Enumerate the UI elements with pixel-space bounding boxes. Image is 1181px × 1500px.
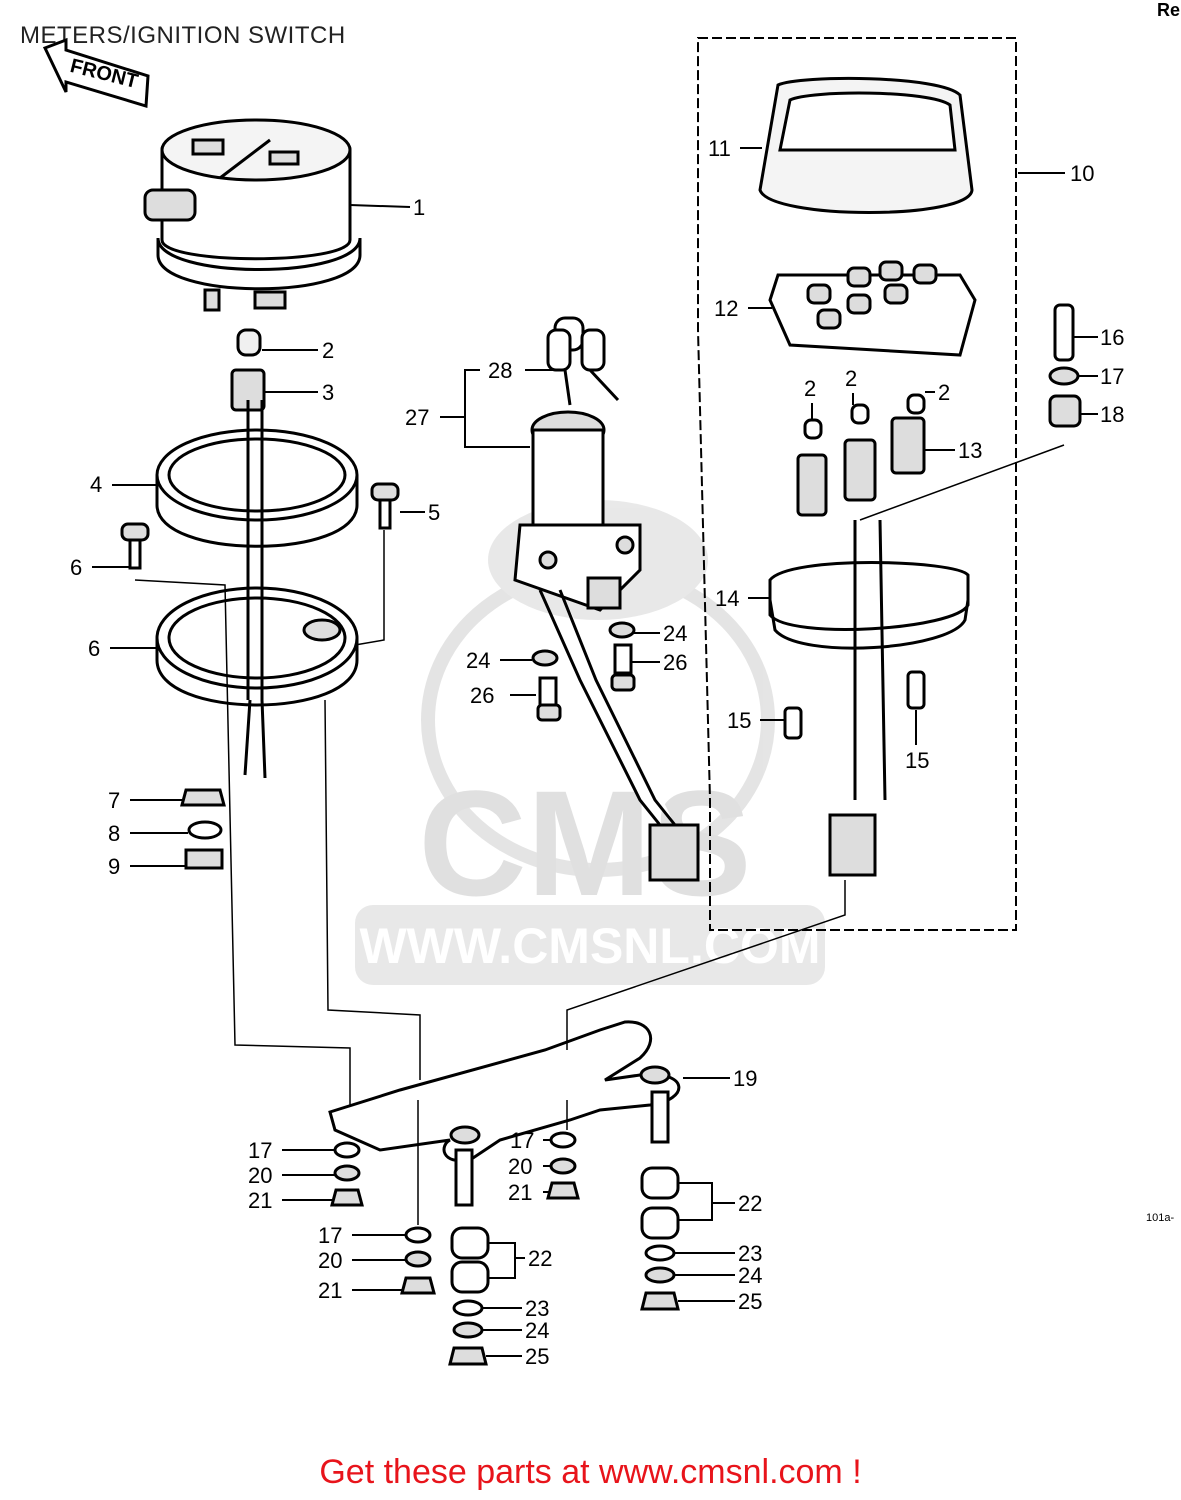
callout-27: 27	[405, 405, 429, 430]
callout-18: 18	[1100, 402, 1124, 427]
page-title: METERS/IGNITION SWITCH	[20, 22, 346, 49]
callout-15a: 15	[727, 708, 751, 733]
callout-24c: 24	[525, 1318, 549, 1343]
callout-17b: 17	[248, 1138, 272, 1163]
callout-21b: 21	[318, 1278, 342, 1303]
callout-2c: 2	[845, 366, 857, 391]
callout-3: 3	[322, 380, 334, 405]
callout-21a: 21	[248, 1188, 272, 1213]
callout-24d: 24	[738, 1263, 762, 1288]
callout-10: 10	[1070, 161, 1094, 186]
callout-9: 9	[108, 854, 120, 879]
callout-21c: 21	[508, 1180, 532, 1205]
callout-14: 14	[715, 586, 739, 611]
ignition-switch-parts	[513, 316, 700, 882]
callout-2b: 2	[804, 376, 816, 401]
speedometer-parts	[120, 118, 400, 870]
callout-26b: 26	[470, 683, 494, 708]
figure-ref: 101a-	[1146, 1212, 1175, 1224]
callout-25b: 25	[738, 1289, 762, 1314]
callout-26a: 26	[663, 650, 687, 675]
callout-19: 19	[733, 1066, 757, 1091]
callout-22b: 22	[738, 1191, 762, 1216]
callout-13: 13	[958, 438, 982, 463]
callout-labels: 1 2 3 4 5 6 6 7 8 9 10 11 12 2 2 2 13 14…	[70, 136, 1124, 1369]
callout-16: 16	[1100, 325, 1124, 350]
callout-20b: 20	[318, 1248, 342, 1273]
callout-15b: 15	[905, 748, 929, 773]
callout-5: 6	[88, 636, 100, 661]
callout-2a: 2	[322, 338, 334, 363]
callout-6a: 5	[428, 500, 440, 525]
footer-link[interactable]: Get these parts at www.cmsnl.com !	[319, 1453, 862, 1491]
callout-17c: 17	[318, 1223, 342, 1248]
callout-24a: 24	[663, 621, 687, 646]
callout-20a: 20	[248, 1163, 272, 1188]
bracket-parts	[328, 1020, 681, 1366]
callout-7: 7	[108, 788, 120, 813]
tachometer-parts	[758, 76, 1082, 877]
watermark-url: WWW.CMSNL.COM	[359, 918, 820, 974]
callout-20c: 20	[508, 1154, 532, 1179]
corner-text: Re	[1157, 0, 1181, 20]
callout-24b: 24	[466, 648, 490, 673]
callout-17d: 17	[510, 1128, 534, 1153]
callout-28: 28	[488, 358, 512, 383]
callout-1: 1	[413, 195, 425, 220]
callout-4: 4	[90, 472, 102, 497]
callout-23b: 23	[738, 1241, 762, 1266]
callout-22a: 22	[528, 1246, 552, 1271]
group-box-10	[697, 37, 1017, 931]
callout-25a: 25	[525, 1344, 549, 1369]
callout-23a: 23	[525, 1296, 549, 1321]
callout-8: 8	[108, 821, 120, 846]
callout-6b: 6	[70, 555, 82, 580]
callout-17a: 17	[1100, 364, 1124, 389]
callout-leaders	[92, 147, 1098, 1357]
callout-12: 12	[714, 296, 738, 321]
reference-lines	[134, 444, 1065, 1225]
callout-2d: 2	[938, 380, 950, 405]
watermark-logo: CMS	[418, 759, 751, 927]
callout-11: 11	[708, 136, 731, 161]
front-arrow: FRONT	[42, 37, 150, 108]
